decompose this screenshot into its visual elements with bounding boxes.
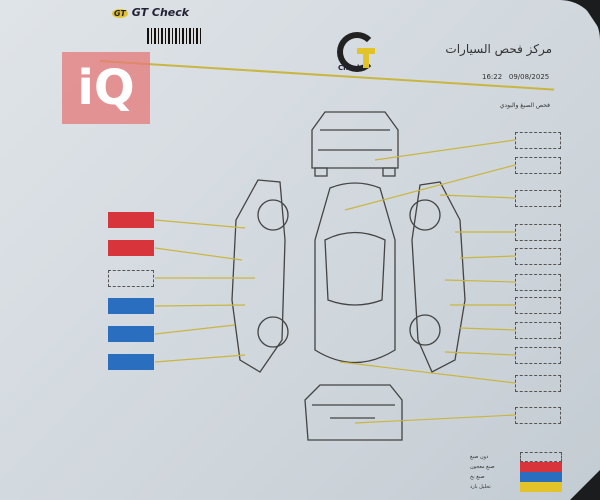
legend-item: صبغ بخ [470,472,570,482]
datetime: 16:22 09/08/2025 [482,73,549,81]
panel-color-box [515,274,561,291]
legend-swatch [520,472,562,482]
panel-color-box [108,240,154,256]
legend-label: صبغ بخ [470,474,485,480]
legend-swatch [520,452,562,462]
panel-color-box [108,270,154,287]
legend-item: صبغ معجون [470,462,570,472]
date: 09/08/2025 [508,73,550,81]
gt-logo: Check [335,30,377,74]
panel-color-box [515,157,561,174]
panel-color-box [515,347,561,364]
brand-text: GT Check [131,6,190,19]
panel-color-box [515,375,561,392]
legend-swatch [520,482,562,492]
panel-color-box [108,326,154,342]
panel-color-box [515,248,561,265]
leader-lines [154,139,516,424]
legend-item: دون صبغ [470,452,570,462]
panel-color-box [515,297,561,314]
panel-color-box [515,322,561,339]
car-top-view [314,182,396,364]
legend: دون صبغ صبغ معجون صبغ بخ تحليل بارد [470,452,570,492]
panel-color-box [515,407,561,424]
panel-color-box [108,354,154,370]
panel-color-box [515,132,561,149]
panel-color-box [108,212,154,228]
legend-swatch [520,462,562,472]
car-right-side-view [409,181,466,373]
legend-label: تحليل بارد [470,484,491,490]
legend-label: دون صبغ [470,454,489,460]
panel-color-box [515,224,561,241]
car-front-view [311,111,399,177]
time: 16:22 [482,73,503,81]
watermark-logo: iQ [62,52,150,124]
legend-item: تحليل بارد [470,482,570,492]
barcode [147,28,203,44]
brand-header: GT GT Check [112,6,190,19]
car-left-side-view [231,179,289,373]
car-rear-view [304,384,403,441]
panel-color-box [515,190,561,207]
legend-label: صبغ معجون [470,464,495,470]
subtitle: فحص الصبغ والبودي [499,102,550,109]
logo-text: Check [338,64,362,72]
center-name: مركز فحص السيارات [445,42,552,56]
panel-color-box [108,298,154,314]
